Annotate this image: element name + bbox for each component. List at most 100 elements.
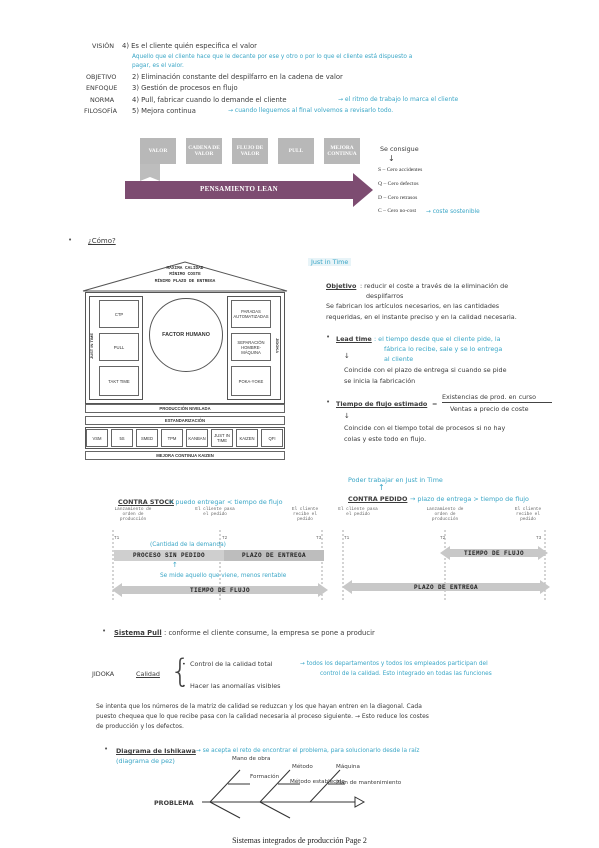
left-head-1: Lanzamiento de orden de producción [114, 507, 152, 522]
right-head-3: El cliente recibe el pedido [514, 507, 542, 522]
flujo-eq: = [432, 400, 438, 408]
left-t1: T1 [114, 536, 120, 541]
vision-text: 4) Es el cliente quién especifica el val… [122, 42, 257, 50]
left-bar-flujo: TIEMPO DE FLUJO [189, 586, 250, 594]
ishikawa-note: → se acepta el reto de encontrar el prob… [196, 748, 420, 754]
jit-title: Just in Time [308, 258, 352, 266]
lead-5: se inicia la fabricación [344, 377, 416, 385]
enfoque-text: 3) Gestión de procesos en flujo [132, 84, 238, 92]
left-box-pull: PULL [99, 333, 139, 361]
step-flujo: FLUJO DE VALOR [232, 138, 268, 164]
tool-vsm: VSM [86, 429, 108, 447]
branch-metodo-sub: Método establecido [290, 779, 345, 785]
bullet-flujo: • [326, 398, 331, 406]
objetivo-label: OBJETIVO [86, 73, 117, 81]
tool-qfi: QFI [261, 429, 283, 447]
jidoka-bullet-2: • [182, 682, 186, 690]
branch-metodo: Método [292, 764, 313, 770]
achieve-item-d: D – Cero retrasos [378, 195, 418, 201]
left-box-takt: TAKT TIME [99, 366, 139, 396]
left-t2: T2 [222, 536, 228, 541]
right-t3: T3 [536, 536, 542, 541]
right-t1: T1 [344, 536, 350, 541]
filosofia-note: → cuando lleguemos al final volvemos a r… [228, 107, 394, 114]
jidoka-item-2: Hacer las anomalías visibles [190, 682, 281, 690]
flujo-arrow-icon: ↓ [344, 412, 350, 420]
jit-objetivo-2: despilfarros [366, 292, 404, 300]
bullet-pull: • [102, 627, 107, 635]
achieve-title: Se consigue [380, 145, 419, 153]
ishikawa-fishbone [202, 769, 366, 819]
left-head-3: El cliente recibe el pedido [291, 507, 319, 522]
norma-label: NORMA [90, 96, 115, 104]
step-pull: PULL [278, 138, 314, 164]
center-factor-humano: FACTOR HUMANO [149, 298, 223, 372]
jidoka-calidad: Calidad [136, 670, 160, 678]
right-box-separacion: SEPARACIÓN HOMBRE-MÁQUINA [231, 333, 271, 361]
house-roof [82, 261, 288, 292]
pull-label: Sistema Pull [114, 629, 162, 637]
jidoka-para-3: de producción y los defectos. [96, 723, 184, 730]
branch-maquina-sub: Plan de mantenimiento [336, 780, 402, 786]
jidoka-bullet-1: • [182, 660, 186, 668]
ishikawa-label-2: (diagrama de pez) [116, 757, 175, 765]
bullet-como: • [68, 236, 73, 244]
norma-note: → el ritmo de trabajo lo marca el client… [338, 96, 459, 103]
lean-arrow-label: PENSAMIENTO LEAN [200, 185, 278, 193]
roof-line-3: MÍNIMO PLAZO DE ENTREGA [154, 279, 216, 284]
lean-arrow-graphic [125, 163, 373, 207]
left-head-2: El cliente pasa el pedido [195, 507, 235, 517]
objetivo-text: 2) Eliminación constante del despilfarro… [132, 73, 343, 81]
tool-kaizen: KAIZEN [236, 429, 258, 447]
step-mejora: MEJORA CONTINUA [324, 138, 360, 164]
ishikawa-head: PROBLEMA [154, 799, 194, 807]
flujo-label: Tiempo de flujo estimado [336, 400, 428, 408]
flujo-fraction-line [442, 402, 552, 403]
band-base: MEJORA CONTINUA KAIZEN [85, 451, 285, 460]
jidoka-item1-note-1: → todos los departamentos y todos los em… [300, 661, 488, 667]
jidoka-para-1: Se intenta que los números de la matriz … [96, 703, 422, 710]
jit-fabrican-2: requeridas, en el instante preciso y en … [326, 313, 517, 321]
vision-note-1: Aquello que el cliente hace que le decan… [132, 54, 413, 60]
vision-note-2: pagar, es el valor. [132, 63, 184, 69]
lead-arrow-icon: ↓ [344, 352, 350, 360]
tool-tpm: TPM [161, 429, 183, 447]
left-note: → puedo entregar < tiempo de flujo [168, 498, 283, 506]
right-note: → plazo de entrega > tiempo de flujo [410, 495, 529, 503]
right-bar-flujo-arrow [440, 546, 548, 560]
bullet-lead: • [326, 333, 331, 341]
left-bar-flujo-arrow [112, 583, 328, 597]
tool-kanban: KANBAN [186, 429, 208, 447]
vision-label: VISIÓN [92, 42, 115, 50]
bullet-ishikawa: • [104, 745, 109, 753]
branch-formacion: Formación [250, 774, 280, 780]
right-box-pokayoke: POKA-YOKE [231, 366, 271, 396]
jit-fabrican-1: Se fabrican los artículos necesarios, en… [326, 302, 500, 310]
step-cadena: CADENA DE VALOR [186, 138, 222, 164]
branch-maquina: Máquina [336, 764, 360, 770]
flujo-2: colas y este todo en flujo. [344, 435, 427, 443]
tool-5s: 5S [111, 429, 133, 447]
ishikawa-label: Diagrama de Ishikawa [116, 747, 196, 755]
lead-3: al cliente [384, 355, 414, 363]
tool-jit: JUST IN TIME [211, 429, 233, 447]
left-box-ctp: CTP [99, 300, 139, 328]
right-bar-flujo: TIEMPO DE FLUJO [463, 549, 524, 557]
jidoka-para-2: puesto chequea que lo que recibe pasa co… [96, 713, 429, 720]
lead-label: Lead time [336, 335, 372, 343]
timing-top-note: Poder trabajar en Just in Time [348, 476, 443, 484]
achieve-note: → coste sostenible [426, 209, 480, 215]
achieve-arrow-icon: ↓ [388, 154, 395, 163]
right-head-1: El cliente pasa el pedido [338, 507, 378, 517]
right-bar-plazo: PLAZO DE ENTREGA [413, 583, 478, 591]
page-footer: Sistemas integrados de producción Page 2 [232, 836, 367, 845]
left-note3-arrow-icon: ↑ [172, 561, 178, 569]
achieve-item-c: C – Cero no-cost [378, 208, 417, 214]
lead-4: Coincide con el plazo de entrega si cuan… [344, 366, 507, 374]
pull-text: : conforme el cliente consume, la empres… [164, 629, 375, 637]
jidoka-item-1: Control de la calidad total [190, 660, 273, 668]
jidoka-brace-icon: { [170, 652, 191, 690]
right-head-2: Lanzamiento de orden de producción [426, 507, 464, 522]
left-bar-proceso: PROCESO SIN PEDIDO [114, 550, 224, 561]
jit-objetivo-1: : reducir el coste a través de la elimin… [360, 282, 509, 290]
